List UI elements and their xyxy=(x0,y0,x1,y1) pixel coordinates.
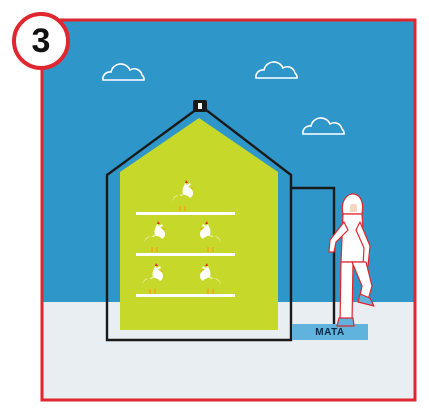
step-number-badge: 3 xyxy=(12,12,70,70)
shelf xyxy=(136,253,235,256)
mat-label: MATA xyxy=(292,324,368,340)
shelf xyxy=(136,294,235,297)
step-number: 3 xyxy=(32,22,51,61)
lamp-icon xyxy=(193,100,207,112)
shelf xyxy=(136,212,235,215)
